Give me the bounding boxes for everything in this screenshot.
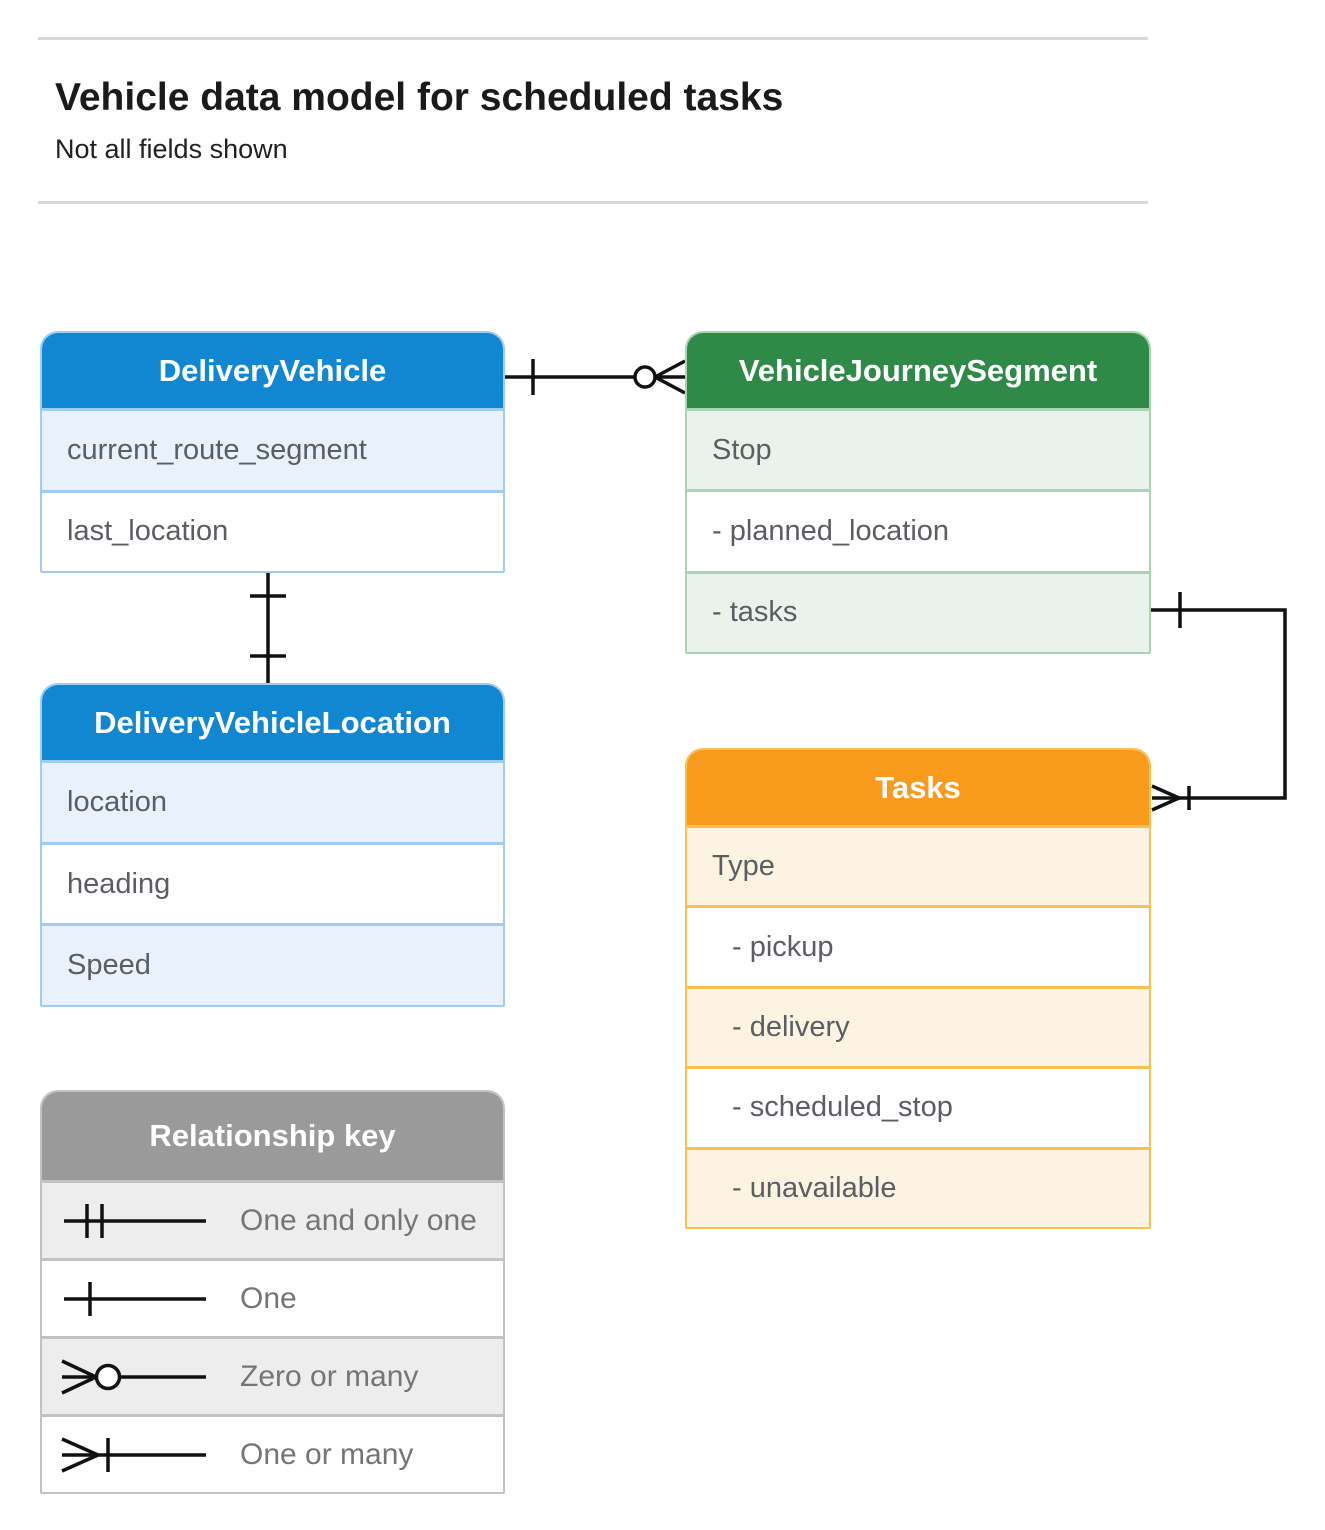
legend-item-one-and-only-one: One and only one [42,1180,503,1258]
entity-vehicle-journey-segment-field: - planned_location [687,489,1149,571]
connector-deliveryvehicle-deliveryvehiclelocation [250,569,286,683]
entity-vehicle-journey-segment-field: - tasks [687,570,1149,652]
one-and-only-one-icon [60,1191,210,1251]
one-or-many-icon [60,1425,210,1485]
entity-tasks-field: - scheduled_stop [687,1066,1149,1147]
entity-tasks-title: Tasks [687,750,1149,825]
one-icon [60,1269,210,1329]
page-subtitle: Not all fields shown [55,134,288,164]
entity-delivery-vehicle-location-title: DeliveryVehicleLocation [42,685,503,760]
legend-label: One [240,1281,297,1315]
legend-label: One and only one [240,1203,477,1237]
entity-tasks-field: - unavailable [687,1146,1149,1227]
entity-delivery-vehicle-title: DeliveryVehicle [42,333,503,408]
entity-vehicle-journey-segment-field: Stop [687,408,1149,490]
entity-delivery-vehicle-location-field: heading [42,841,503,924]
page-title: Vehicle data model for scheduled tasks [55,76,784,119]
relationship-key: Relationship key One and only one One Ze… [40,1090,505,1494]
zero-or-many-icon [60,1347,210,1407]
legend-label: Zero or many [240,1359,419,1393]
entity-delivery-vehicle-field: last_location [42,489,503,571]
entity-delivery-vehicle-location-field: Speed [42,923,503,1006]
entity-tasks-field: - delivery [687,985,1149,1067]
entity-delivery-vehicle-field: current_route_segment [42,408,503,490]
connector-deliveryvehicle-vehiclejourneysegment [505,359,686,395]
bottom-divider [38,201,1148,204]
legend-item-one: One [42,1258,503,1336]
legend-item-zero-or-many: Zero or many [42,1336,503,1414]
relationship-key-title: Relationship key [42,1092,503,1180]
connector-vehiclejourneysegment-tasks [1151,592,1287,812]
legend-item-one-or-many: One or many [42,1414,503,1492]
entity-vehicle-journey-segment-title: VehicleJourneySegment [687,333,1149,408]
entity-tasks-field: Type [687,825,1149,906]
entity-delivery-vehicle-location-field: location [42,760,503,842]
top-divider [38,37,1148,40]
entity-tasks-field: - pickup [687,905,1149,986]
legend-label: One or many [240,1437,414,1471]
